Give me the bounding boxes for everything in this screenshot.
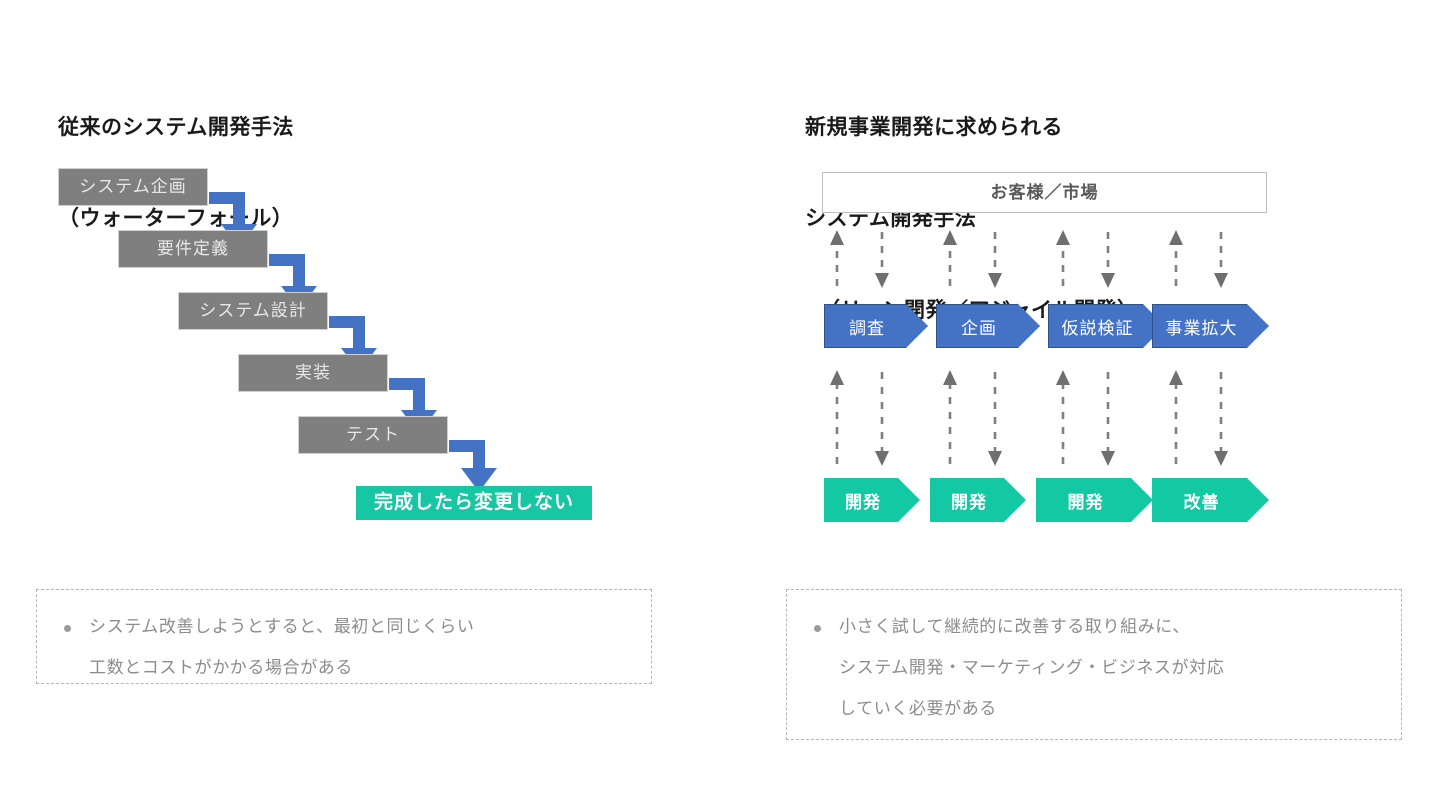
dev-step-4-label: 改善 [1183, 492, 1220, 512]
waterfall-step-3-label: システム設計 [199, 301, 307, 320]
dev-step-1-label: 開発 [845, 492, 881, 512]
process-step-2-label: 企画 [961, 318, 997, 338]
waterfall-step-5[interactable]: テスト [298, 416, 448, 454]
dev-step-1[interactable]: 開発 [824, 478, 920, 522]
dev-step-2[interactable]: 開発 [930, 478, 1026, 522]
customer-market-box[interactable]: お客様／市場 [822, 172, 1267, 213]
waterfall-goal-box[interactable]: 完成したら変更しない [356, 486, 592, 520]
waterfall-step-5-label: テスト [346, 425, 400, 444]
waterfall-step-2[interactable]: 要件定義 [118, 230, 268, 268]
waterfall-diagram: システム企画 要件定義 システム設計 実装 テスト 完成したら変更しない [0, 0, 720, 560]
feedback-arrows-lower [830, 370, 1228, 466]
right-title-line-1: 新規事業開発に求められる [805, 115, 1063, 139]
agile-diagram: お客様／市場 [0, 0, 1440, 560]
left-title-line-1: 従来のシステム開発手法 [58, 115, 294, 139]
process-step-1-label: 調査 [849, 318, 885, 338]
dev-step-3-label: 開発 [1067, 492, 1104, 512]
process-step-4[interactable]: 事業拡大 [1152, 304, 1269, 348]
feedback-arrows-upper [830, 230, 1228, 288]
process-step-4-label: 事業拡大 [1165, 318, 1238, 338]
agile-note-box: 小さく試して継続的に改善する取り組みに、 システム開発・マーケティング・ビジネス… [786, 589, 1402, 740]
waterfall-panel: 従来のシステム開発手法 （ウォーターフォール） システム企画 要件定義 システム… [0, 0, 720, 684]
waterfall-step-4[interactable]: 実装 [238, 354, 388, 392]
dev-step-2-label: 開発 [951, 492, 987, 512]
waterfall-note-item: システム改善しようとすると、最初と同じくらい 工数とコストがかかる場合がある [59, 606, 631, 688]
waterfall-goal-label: 完成したら変更しない [373, 492, 574, 513]
waterfall-step-2-label: 要件定義 [157, 239, 229, 258]
agile-note-item: 小さく試して継続的に改善する取り組みに、 システム開発・マーケティング・ビジネス… [809, 606, 1381, 729]
waterfall-note-box: システム改善しようとすると、最初と同じくらい 工数とコストがかかる場合がある [36, 589, 652, 684]
waterfall-step-3[interactable]: システム設計 [178, 292, 328, 330]
process-step-1[interactable]: 調査 [824, 304, 928, 348]
dev-step-4[interactable]: 改善 [1152, 478, 1269, 522]
process-step-3[interactable]: 仮説検証 [1048, 304, 1165, 348]
customer-market-label: お客様／市場 [990, 183, 1099, 202]
waterfall-step-1-label: システム企画 [79, 177, 187, 196]
waterfall-step-4-label: 実装 [295, 363, 331, 382]
waterfall-step-1[interactable]: システム企画 [58, 168, 208, 206]
process-step-2[interactable]: 企画 [936, 304, 1040, 348]
waterfall-arrow-5 [449, 440, 497, 492]
dev-step-3[interactable]: 開発 [1036, 478, 1153, 522]
process-step-3-label: 仮説検証 [1061, 318, 1134, 338]
